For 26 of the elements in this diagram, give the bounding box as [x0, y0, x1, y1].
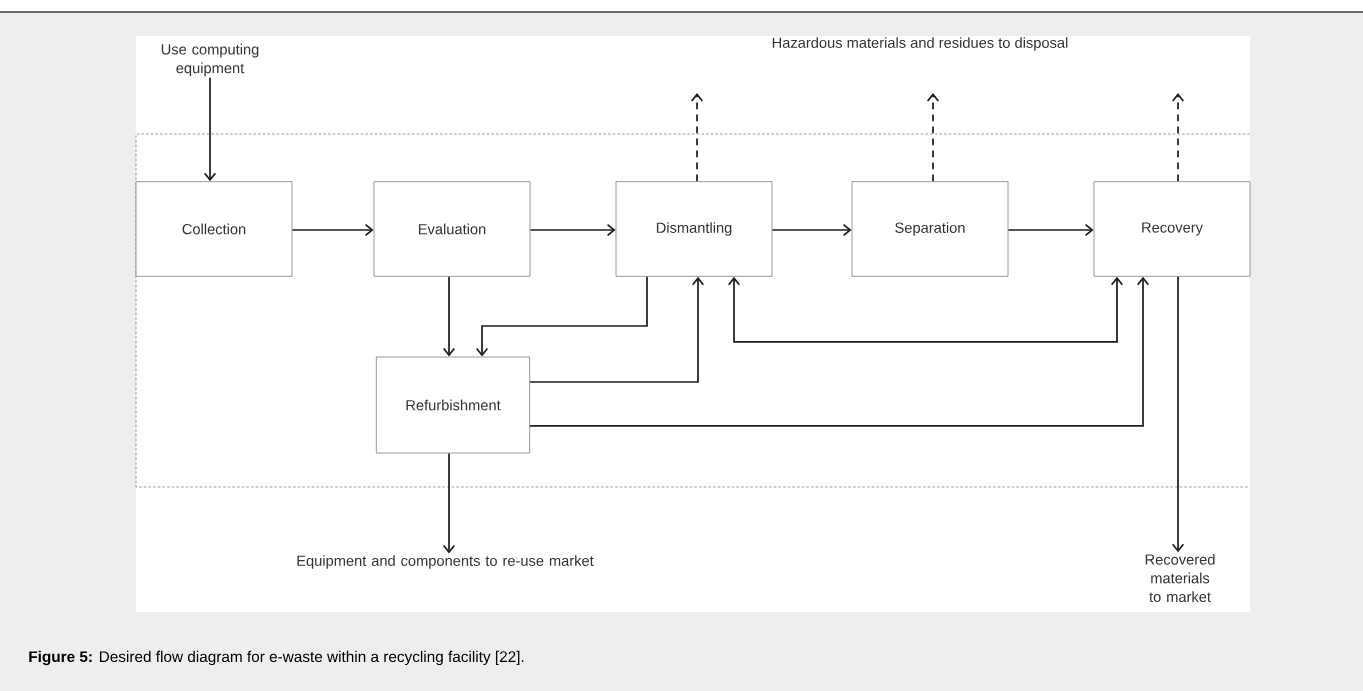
arrow	[1171, 93, 1185, 183]
process-box: Separation	[851, 181, 1009, 277]
process-box: Recovery	[1093, 181, 1251, 277]
arrow	[442, 275, 456, 357]
arrow	[529, 223, 616, 237]
arrow	[529, 276, 1150, 427]
caption: Figure 5: Desired flow diagram for e-waste within a recycling facility [22].	[29, 650, 524, 666]
flow-label: Hazardous materials and residues to disposal	[772, 37, 1068, 51]
arrow	[727, 276, 1124, 343]
arrow	[1171, 275, 1185, 553]
arrow	[1007, 223, 1094, 237]
arrow	[529, 276, 705, 383]
arrow	[442, 452, 456, 554]
process-box: Refurbishment	[375, 356, 531, 454]
flow-label: Recovered materials to market	[1145, 553, 1215, 603]
process-box: Collection	[135, 181, 293, 277]
arrow	[771, 223, 852, 237]
flow-label: Equipment and components to re-use market	[297, 555, 594, 569]
arrow	[690, 93, 704, 183]
arrow	[203, 76, 217, 182]
arrow	[291, 223, 374, 237]
process-box: Evaluation	[373, 181, 531, 277]
arrow	[926, 93, 940, 183]
flow-label: Use computing equipment	[161, 43, 259, 77]
arrow	[475, 275, 648, 357]
process-box: Dismantling	[615, 181, 773, 277]
